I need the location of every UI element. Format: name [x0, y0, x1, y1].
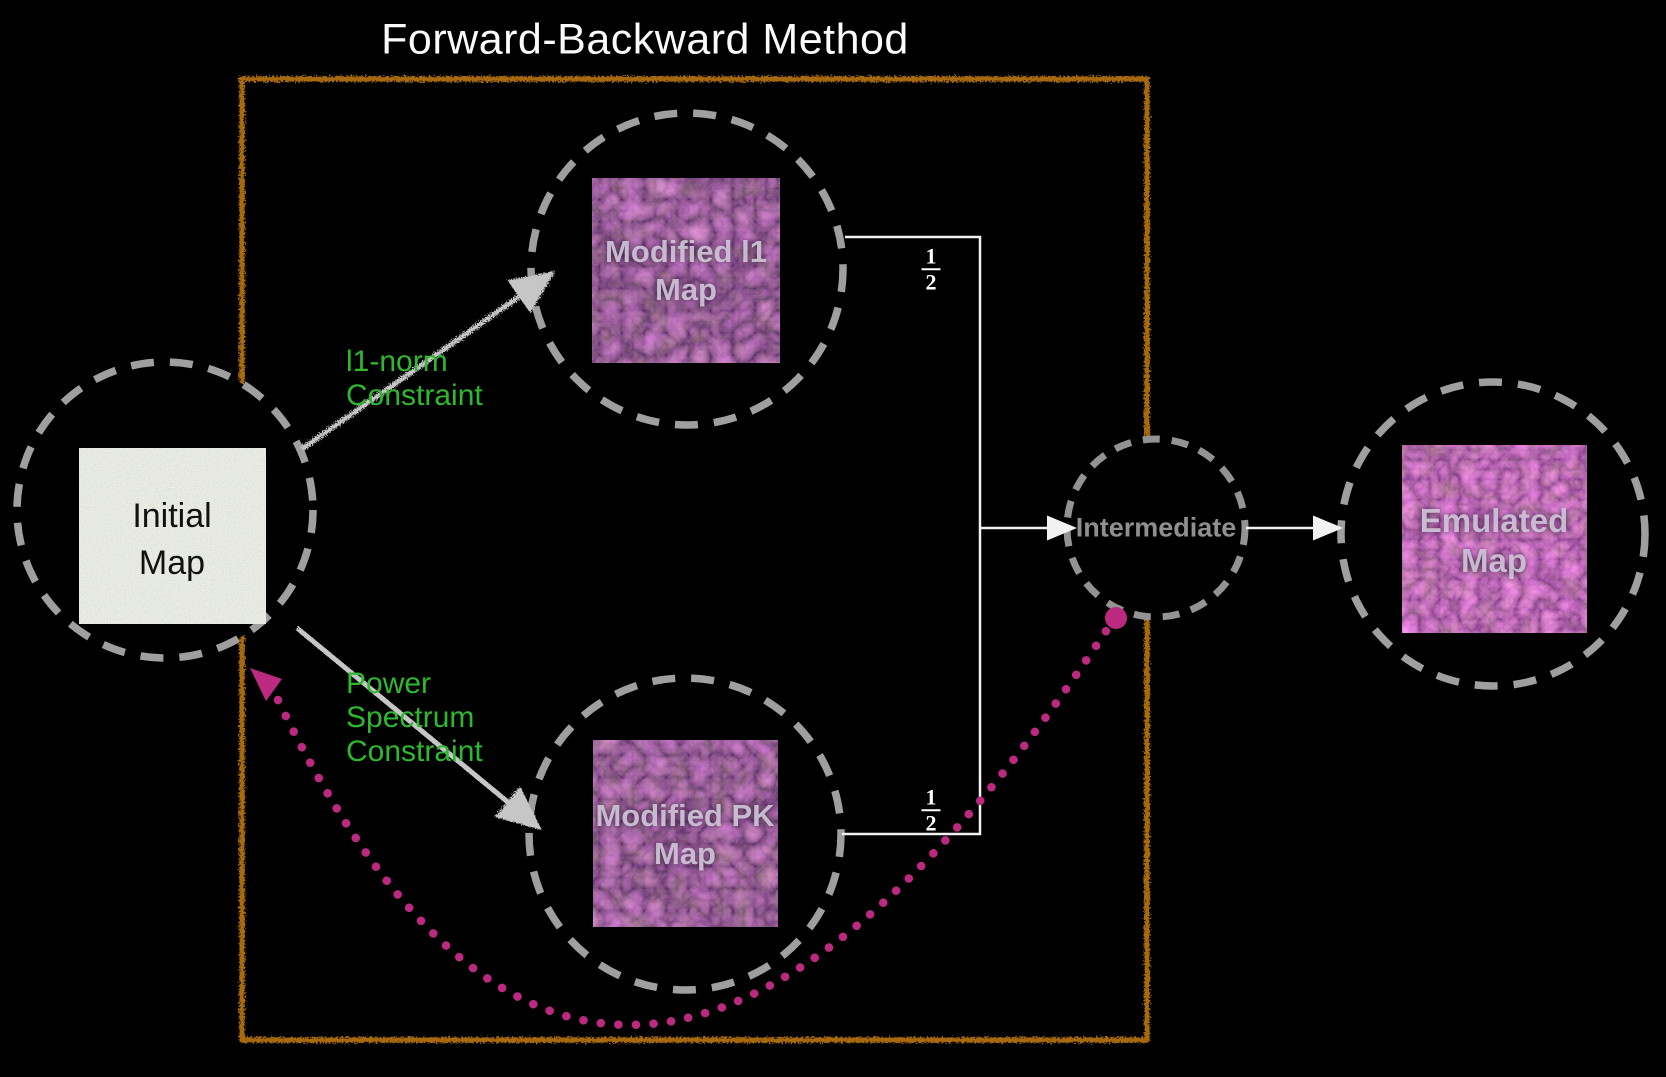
backward-feedback-dotted-curve [273, 623, 1113, 1030]
ps-constraint-line3: Constraint [346, 735, 483, 768]
intermediate-label: Intermediate [1075, 512, 1237, 543]
weight-bottom-denominator: 2 [921, 809, 941, 835]
modified-pk-map-label: Modified PK Map [595, 797, 774, 873]
modified-l1-map-image [592, 178, 780, 363]
power-spectrum-constraint-arrow [295, 626, 542, 831]
emulated-label-line2: Map [1460, 542, 1527, 579]
modified-l1-label-line1: Modified l1 [605, 234, 767, 270]
l1-constraint-arrow [300, 270, 556, 452]
modified-l1-map-label: Modified l1 Map [605, 233, 767, 309]
weight-top-numerator: 1 [925, 243, 937, 269]
weight-fraction-bottom: 1 2 [921, 784, 941, 835]
power-spectrum-constraint-label: Power Spectrum Constraint [346, 667, 483, 769]
modified-pk-label-line1: Modified PK [595, 798, 775, 834]
initial-map-label-line1: Initial [132, 497, 212, 536]
initial-map-image [79, 448, 266, 624]
l1-constraint-line2: Constraint [346, 379, 483, 412]
weight-fraction-top: 1 2 [921, 243, 941, 294]
averaging-bracket [842, 235, 982, 836]
ps-constraint-line2: Spectrum [346, 701, 475, 734]
weight-bottom-numerator: 1 [925, 784, 937, 810]
intermediate-node-circle [1063, 435, 1249, 621]
feedback-arrowhead [250, 668, 282, 701]
modified-pk-map-image [593, 740, 778, 927]
weight-top-denominator: 2 [921, 268, 941, 294]
emulated-map-image [1402, 445, 1587, 633]
l1-constraint-label: l1-norm Constraint [346, 345, 483, 413]
modified-pk-label-line2: Map [653, 836, 716, 871]
diagram-title: Forward-Backward Method [381, 15, 909, 64]
initial-map-label-line2: Map [138, 544, 206, 582]
l1-constraint-line1: l1-norm [346, 345, 448, 378]
ps-constraint-line1: Power [346, 667, 432, 700]
initial-map-label: Initial Map [132, 493, 211, 587]
emulated-map-label: Emulated Map [1420, 501, 1569, 582]
feedback-start-dot [1105, 607, 1127, 629]
modified-l1-label-line2: Map [654, 272, 717, 307]
emulated-label-line1: Emulated [1419, 501, 1569, 539]
